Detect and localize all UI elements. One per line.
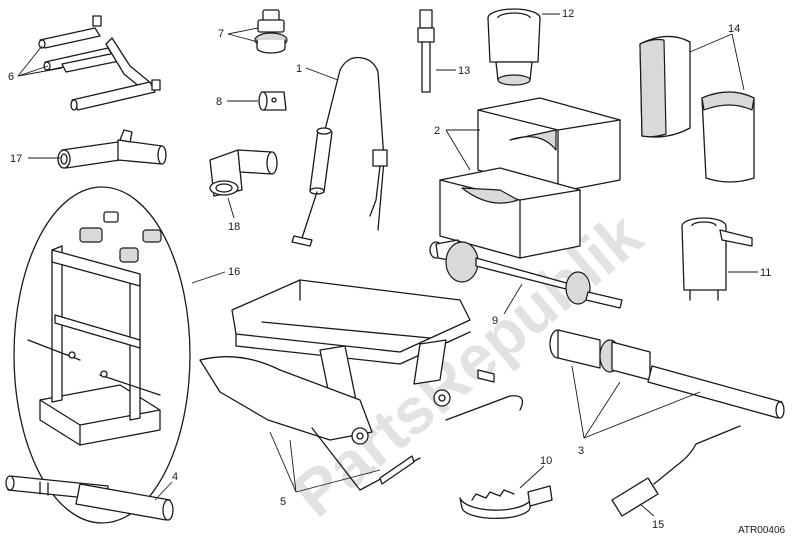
part-15-probe — [611, 425, 741, 517]
part-3-sleeves — [549, 329, 785, 419]
callout-12: 12 — [562, 8, 574, 20]
callout-10: 10 — [540, 455, 552, 467]
callout-3: 3 — [578, 445, 584, 457]
part-2-blocks — [439, 97, 621, 259]
callout-9: 9 — [492, 315, 498, 327]
part-8-cylinder — [258, 91, 287, 111]
callout-2: 2 — [434, 125, 440, 137]
drawing-code: ATR00406 — [738, 525, 786, 536]
part-13-rod — [417, 9, 435, 93]
part-12-socket — [487, 8, 541, 86]
callout-5: 5 — [280, 496, 286, 508]
callout-11: 11 — [760, 267, 771, 279]
callout-17: 17 — [10, 153, 22, 165]
part-18-elbow — [209, 149, 278, 197]
part-5-lift-stand — [199, 279, 524, 491]
part-16-stand — [27, 211, 162, 446]
callout-8: 8 — [216, 96, 222, 108]
part-14-shells — [639, 35, 755, 183]
part-16-group-outline — [13, 186, 191, 524]
part-17-adaptor — [57, 129, 167, 169]
part-7-nut — [254, 9, 288, 54]
part-4-bar — [5, 475, 174, 521]
callout-6: 6 — [8, 71, 14, 83]
part-1-puller — [291, 56, 388, 247]
part-9-puller — [429, 239, 623, 309]
callout-16: 16 — [228, 266, 240, 278]
callout-7: 7 — [218, 28, 224, 40]
callout-4: 4 — [172, 471, 178, 483]
part-6-pin-set — [38, 15, 161, 111]
part-10-ring-spanner — [459, 485, 553, 520]
callout-13: 13 — [458, 65, 470, 77]
part-11-cylinder — [681, 217, 753, 301]
callout-18: 18 — [228, 221, 240, 233]
callout-14: 14 — [728, 23, 740, 35]
callout-1: 1 — [296, 63, 302, 75]
callout-15: 15 — [652, 519, 664, 531]
